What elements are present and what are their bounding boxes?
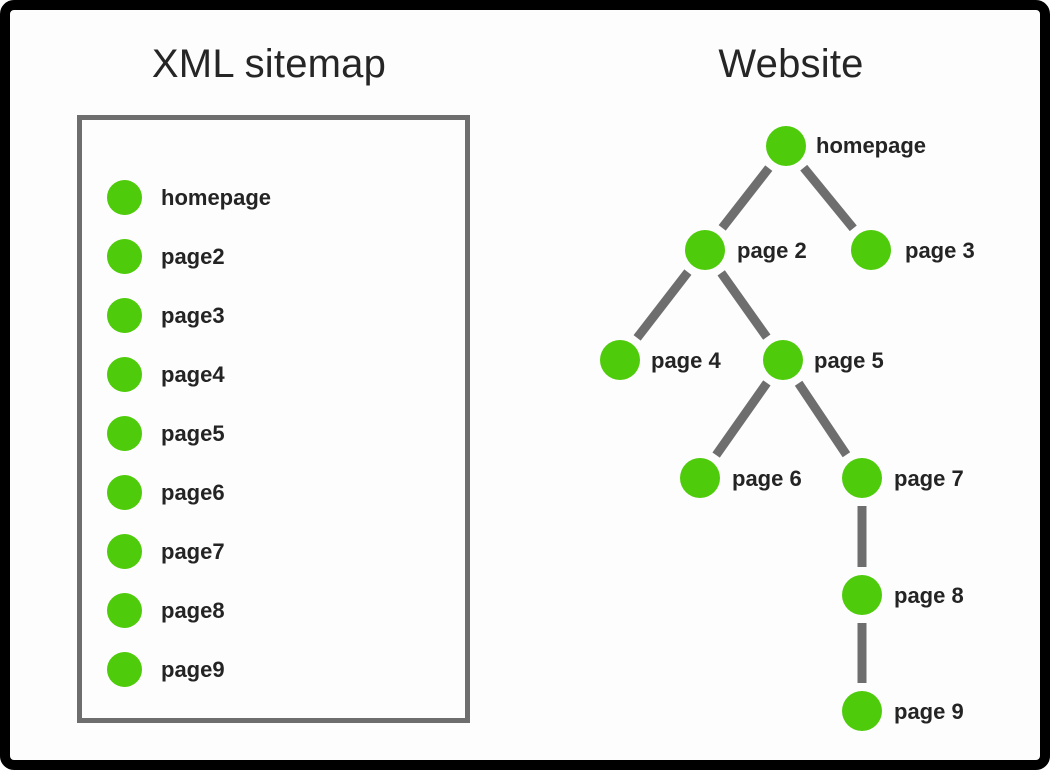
tree-node-label: page 7 [894,466,964,491]
tree-node-page9[interactable] [842,691,882,731]
tree-node-page2[interactable] [685,230,725,270]
tree-node-page7[interactable] [842,458,882,498]
tree-node-page6[interactable] [680,458,720,498]
sitemap-list-item[interactable]: page5 [107,404,447,463]
sitemap-list-item[interactable]: page2 [107,227,447,286]
tree-node-page3[interactable] [851,230,891,270]
sitemap-item-label: page6 [161,479,225,505]
green-dot-icon [107,475,142,510]
tree-node-label: page 8 [894,583,964,608]
green-dot-icon [107,593,142,628]
tree-node-page5[interactable] [763,340,803,380]
tree-edge [712,380,771,458]
green-dot-icon [107,416,142,451]
tree-node-label: page 3 [905,238,975,263]
green-dot-icon [107,239,142,274]
sitemap-list-item[interactable]: page7 [107,522,447,581]
xml-sitemap-heading: XML sitemap [151,42,387,86]
sitemap-list-item[interactable]: homepage [107,168,447,227]
tree-node-label: homepage [816,133,927,158]
sitemap-item-label: page8 [161,597,225,623]
sitemap-list-item[interactable]: page9 [107,640,447,699]
tree-node-page4[interactable] [600,340,640,380]
sitemap-item-label: page3 [161,302,225,328]
green-dot-icon [107,357,142,392]
green-dot-icon [107,534,142,569]
tree-edge [633,269,692,341]
sitemap-list-item[interactable]: page6 [107,463,447,522]
sitemap-list-item[interactable]: page3 [107,286,447,345]
tree-node-label: page 6 [732,466,802,491]
green-dot-icon [107,298,142,333]
sitemap-item-label: homepage [161,184,272,210]
sitemap-item-label: page4 [161,361,225,387]
tree-edge [718,165,773,231]
sitemap-list-item[interactable]: page8 [107,581,447,640]
xml-sitemap-panel [77,115,470,723]
tree-edge [800,164,857,232]
sitemap-item-label: page9 [161,656,225,682]
tree-edge [794,380,851,458]
green-dot-icon [107,180,142,215]
sitemap-list-item[interactable]: page4 [107,345,447,404]
website-heading: Website [718,42,864,86]
tree-node-label: page 9 [894,699,964,724]
tree-node-label: page 2 [737,238,807,263]
sitemap-list: homepage page2 page3 page4 page5 page6 page7 pa… [107,168,447,699]
tree-edge [717,270,771,340]
tree-node-label: page 5 [814,348,884,373]
tree-node-page8[interactable] [842,575,882,615]
sitemap-item-label: page5 [161,420,225,446]
green-dot-icon [107,652,142,687]
sitemap-item-label: page2 [161,243,225,269]
tree-node-label: page 4 [651,348,721,373]
sitemap-item-label: page7 [161,538,225,564]
tree-node-homepage[interactable] [766,126,806,166]
